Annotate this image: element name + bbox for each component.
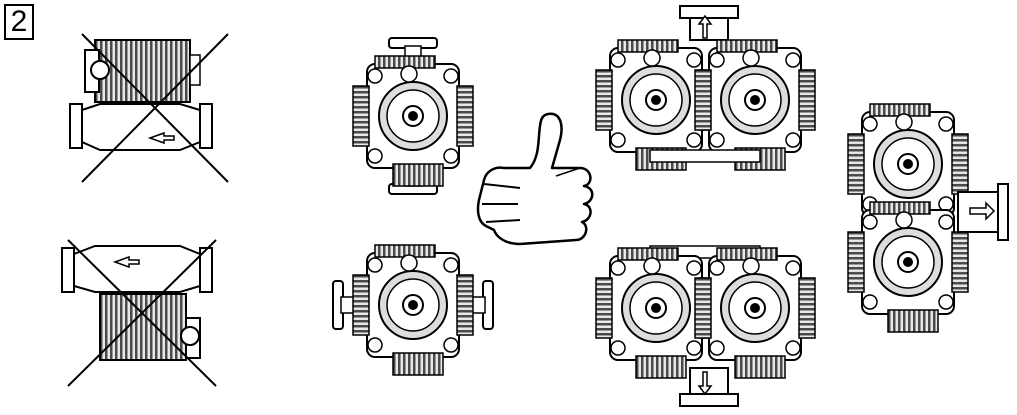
twin-pump-top: [595, 5, 816, 171]
wrong-orientation-2: [61, 239, 217, 387]
twin-pump-right: [847, 103, 1009, 333]
single-pump-horizontal: [333, 245, 493, 375]
flow-arrow-icon: [697, 14, 713, 39]
single-pump-vertical: [353, 38, 473, 194]
step-number: 2: [4, 4, 34, 40]
thumbs-up-icon: [476, 112, 594, 246]
flow-arrow-icon: [969, 201, 996, 221]
twin-pump-bottom: [595, 245, 816, 407]
wrong-orientation-1: [69, 33, 229, 183]
flow-arrow-icon: [697, 371, 713, 396]
